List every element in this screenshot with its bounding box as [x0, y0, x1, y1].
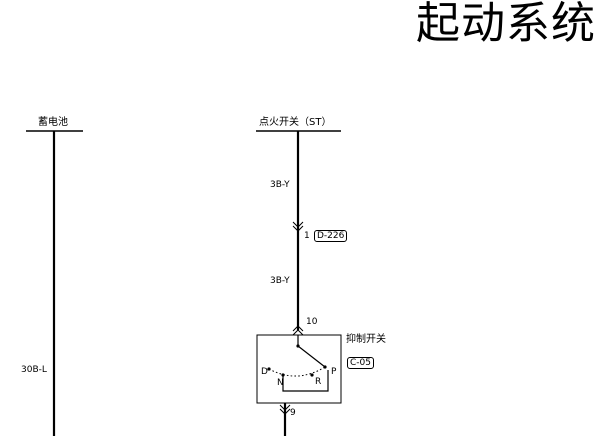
switch-output-pin: 9 — [290, 408, 296, 418]
ignition-wire-code-upper: 3B-Y — [270, 180, 290, 190]
switch-connector-id: C-05 — [347, 357, 374, 369]
switch-position-d: D — [261, 367, 268, 377]
switch-position-p: P — [331, 367, 337, 377]
switch-out-path — [282, 370, 329, 392]
switch-node-d — [267, 367, 271, 371]
switch-node-p — [323, 365, 327, 369]
switch-in-chevron-2 — [292, 329, 304, 336]
connector-upper-pin: 1 — [304, 231, 310, 241]
inhibitor-switch-box — [256, 334, 342, 404]
switch-node-r — [310, 373, 314, 377]
diagram-title: 起动系统 — [416, 0, 596, 49]
switch-input-pin: 10 — [306, 317, 318, 327]
switch-in-chevron-1 — [292, 325, 304, 332]
switch-position-n: N — [277, 378, 284, 388]
connector-upper-chevron-2 — [292, 225, 304, 232]
ignition-switch-label: 点火开关（ST） — [259, 117, 332, 128]
battery-label: 蓄电池 — [38, 117, 68, 128]
battery-wire-code: 30B-L — [21, 365, 47, 375]
connector-upper-chevron-1 — [292, 221, 304, 228]
switch-position-arc — [268, 366, 326, 377]
inhibitor-switch-label: 抑制开关 — [346, 334, 386, 345]
ignition-wire-code-lower: 3B-Y — [270, 276, 290, 286]
connector-upper-id: D-226 — [314, 230, 348, 242]
switch-position-r: R — [315, 377, 322, 387]
switch-lever — [297, 345, 326, 368]
